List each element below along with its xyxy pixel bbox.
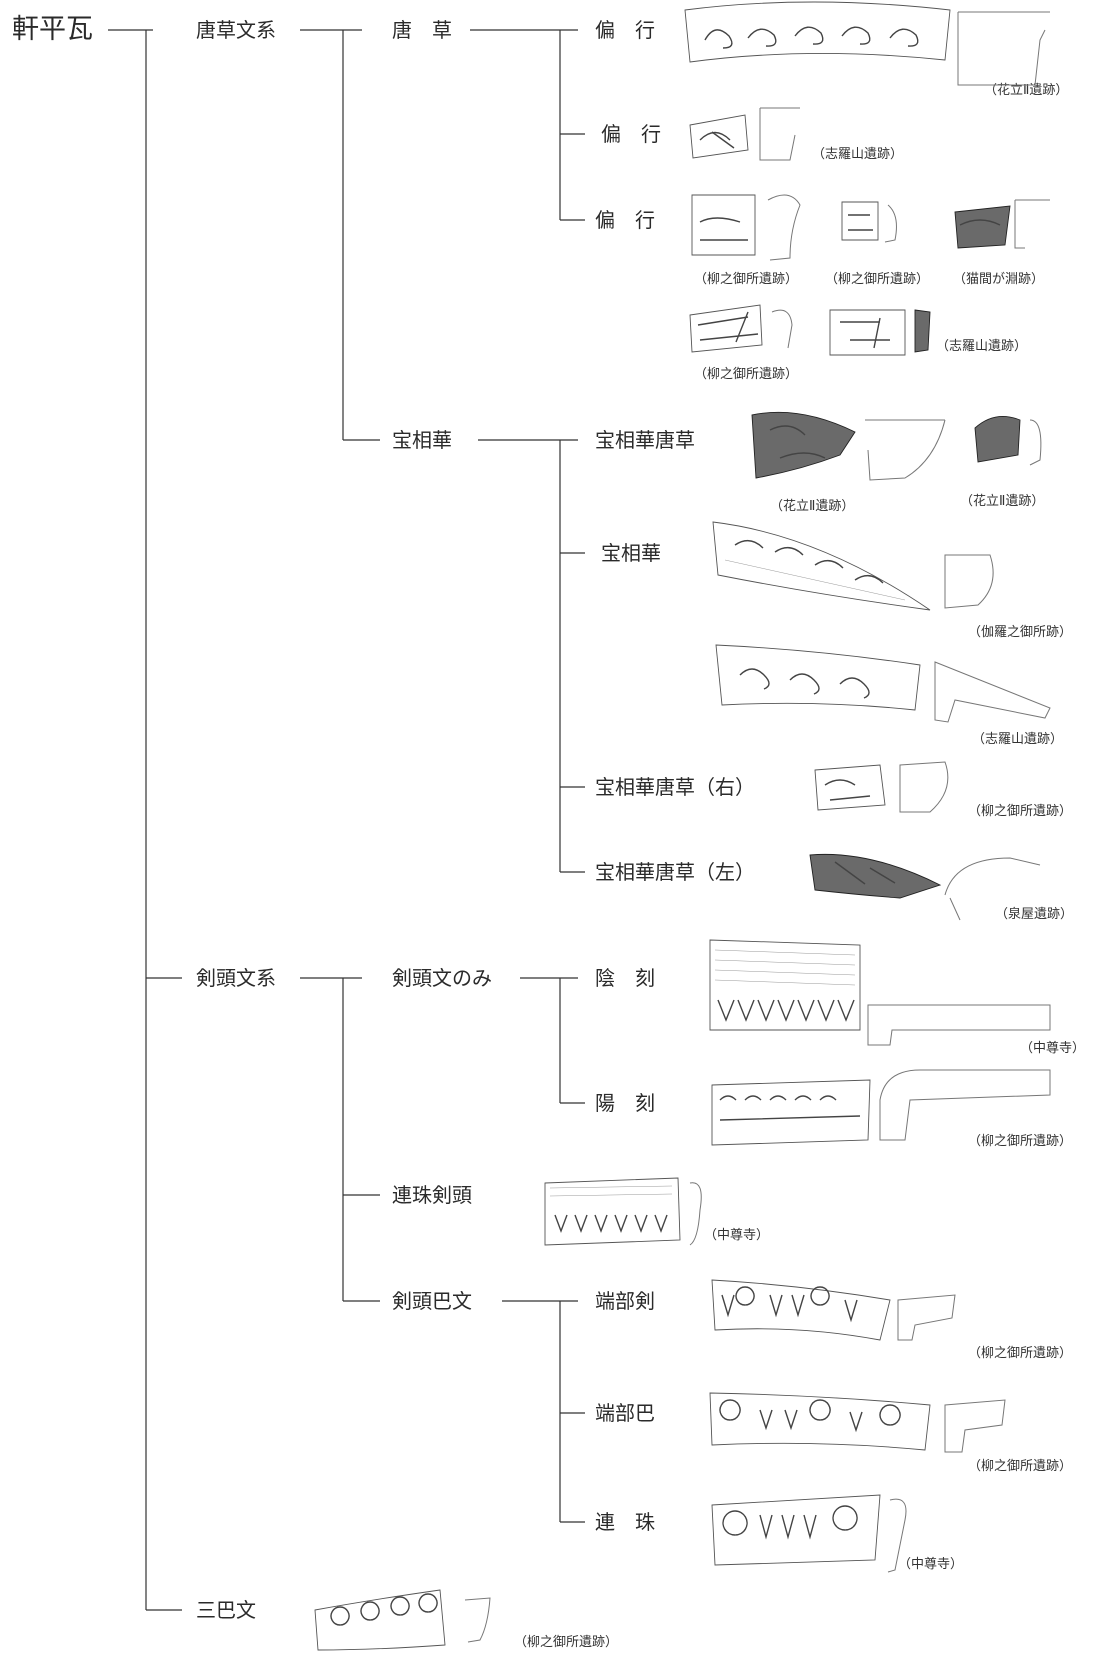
site-caption: （柳之御所遺跡）	[694, 366, 798, 382]
leaf-henko-2-label: 偏 行	[601, 122, 661, 146]
site-caption: （中尊寺）	[704, 1227, 769, 1243]
tile-rubbing-image	[689, 304, 763, 353]
tile-profile-image	[867, 1004, 1051, 1046]
tile-profile-image	[914, 309, 931, 353]
tile-rubbing-image	[809, 853, 942, 899]
site-caption: （柳之御所遺跡）	[514, 1634, 618, 1650]
tile-profile-image	[944, 554, 994, 609]
tile-profile-image	[464, 1597, 491, 1643]
leaf-hosoge-karakusa-right-label: 宝相華唐草（右）	[595, 775, 755, 799]
leaf-yokoku-label: 陽 刻	[595, 1091, 655, 1115]
site-caption: （志羅山遺跡）	[812, 146, 903, 162]
group-kento-label: 剣頭文系	[196, 966, 276, 990]
tile-rubbing-image	[314, 1589, 446, 1651]
tile-profile-image	[957, 11, 1050, 86]
site-caption: （志羅山遺跡）	[972, 731, 1063, 747]
group-karakusa-label: 唐草文系	[196, 18, 276, 42]
subgroup-kento-tomoe-label: 剣頭巴文	[392, 1289, 472, 1313]
tile-rubbing-image	[711, 1279, 891, 1341]
tile-rubbing-image	[954, 205, 1011, 249]
site-caption: （泉屋遺跡）	[995, 906, 1073, 922]
tile-profile-image	[689, 1182, 702, 1246]
tree-connectors	[108, 29, 585, 1611]
tile-rubbing-image	[709, 939, 861, 1031]
tile-rubbing-image	[751, 411, 856, 479]
site-caption: （柳之御所遺跡）	[694, 271, 798, 287]
tile-profile-image	[1029, 419, 1042, 466]
tile-rubbing-image	[709, 1392, 931, 1451]
site-caption: （中尊寺）	[1020, 1040, 1085, 1056]
leaf-hosoge-karakusa-left-label: 宝相華唐草（左）	[595, 860, 755, 884]
leaf-henko-3-label: 偏 行	[595, 208, 655, 232]
tile-drawings	[314, 1, 1051, 1651]
subgroup-renju-kento-label: 連珠剣頭	[392, 1183, 472, 1207]
tile-profile-image	[759, 107, 800, 161]
leaf-henko-1-label: 偏 行	[595, 18, 655, 42]
tile-rubbing-image	[715, 644, 921, 711]
tile-profile-image	[879, 1069, 1051, 1141]
tile-rubbing-image	[814, 764, 886, 811]
leaf-tanbu-ken-label: 端部剣	[595, 1289, 655, 1313]
tree-labels: 軒平瓦 唐草文系 剣頭文系 三巴文 唐 草 宝相華 剣頭文のみ 連珠剣頭 剣頭巴…	[12, 14, 755, 1622]
leaf-hosoge-karakusa-label: 宝相華唐草	[595, 428, 695, 452]
site-caption: （柳之御所遺跡）	[825, 271, 929, 287]
tile-profile-image	[944, 857, 1041, 921]
tile-rubbing-image	[711, 1494, 881, 1566]
subgroup-kento-only-label: 剣頭文のみ	[392, 966, 492, 990]
site-caption: （花立Ⅱ遺跡）	[984, 82, 1068, 98]
tile-rubbing-image	[829, 309, 906, 356]
tile-profile-image	[884, 204, 897, 243]
leaf-tanbu-tomoe-label: 端部巴	[595, 1401, 655, 1425]
site-caption: （猫間が淵跡）	[953, 271, 1044, 287]
tile-rubbing-image	[841, 201, 879, 241]
site-caption: （志羅山遺跡）	[936, 338, 1027, 354]
tile-rubbing-image	[974, 415, 1021, 463]
subgroup-hosoge-label: 宝相華	[392, 428, 452, 452]
group-mitsudomoe-label: 三巴文	[196, 1598, 256, 1622]
tile-profile-image	[865, 419, 946, 481]
tile-rubbing-image	[689, 114, 749, 159]
site-caption: （中尊寺）	[898, 1556, 963, 1572]
leaf-renju-label: 連 珠	[595, 1510, 655, 1534]
tile-profile-image	[897, 1294, 956, 1341]
site-caption: （柳之御所遺跡）	[968, 1345, 1072, 1361]
leaf-inkoku-label: 陰 刻	[595, 966, 655, 990]
tile-rubbing-image	[684, 1, 951, 63]
root-label: 軒平瓦	[12, 14, 93, 45]
tile-rubbing-image	[544, 1177, 681, 1246]
tile-profile-image	[944, 1399, 1006, 1453]
site-caption: （花立Ⅱ遺跡）	[770, 498, 854, 514]
tile-profile-image	[887, 1498, 907, 1573]
tile-profile-image	[771, 309, 793, 349]
tile-profile-image	[899, 761, 949, 813]
tile-rubbing-image	[711, 1079, 871, 1146]
tile-rubbing-image	[691, 194, 756, 256]
leaf-hosoge-label: 宝相華	[601, 541, 661, 565]
tile-profile-image	[1014, 199, 1050, 249]
tile-profile-image	[934, 661, 1051, 723]
site-captions: （花立Ⅱ遺跡） （志羅山遺跡） （柳之御所遺跡） （柳之御所遺跡） （猫間が淵跡…	[514, 82, 1085, 1650]
site-caption: （柳之御所遺跡）	[968, 803, 1072, 819]
site-caption: （柳之御所遺跡）	[968, 1133, 1072, 1149]
tile-profile-image	[767, 194, 801, 261]
site-caption: （柳之御所遺跡）	[968, 1458, 1072, 1474]
subgroup-karakusa-label: 唐 草	[392, 18, 452, 42]
site-caption: （花立Ⅱ遺跡）	[960, 493, 1044, 509]
tile-rubbing-image	[712, 521, 931, 611]
site-caption: （伽羅之御所跡）	[968, 624, 1072, 640]
